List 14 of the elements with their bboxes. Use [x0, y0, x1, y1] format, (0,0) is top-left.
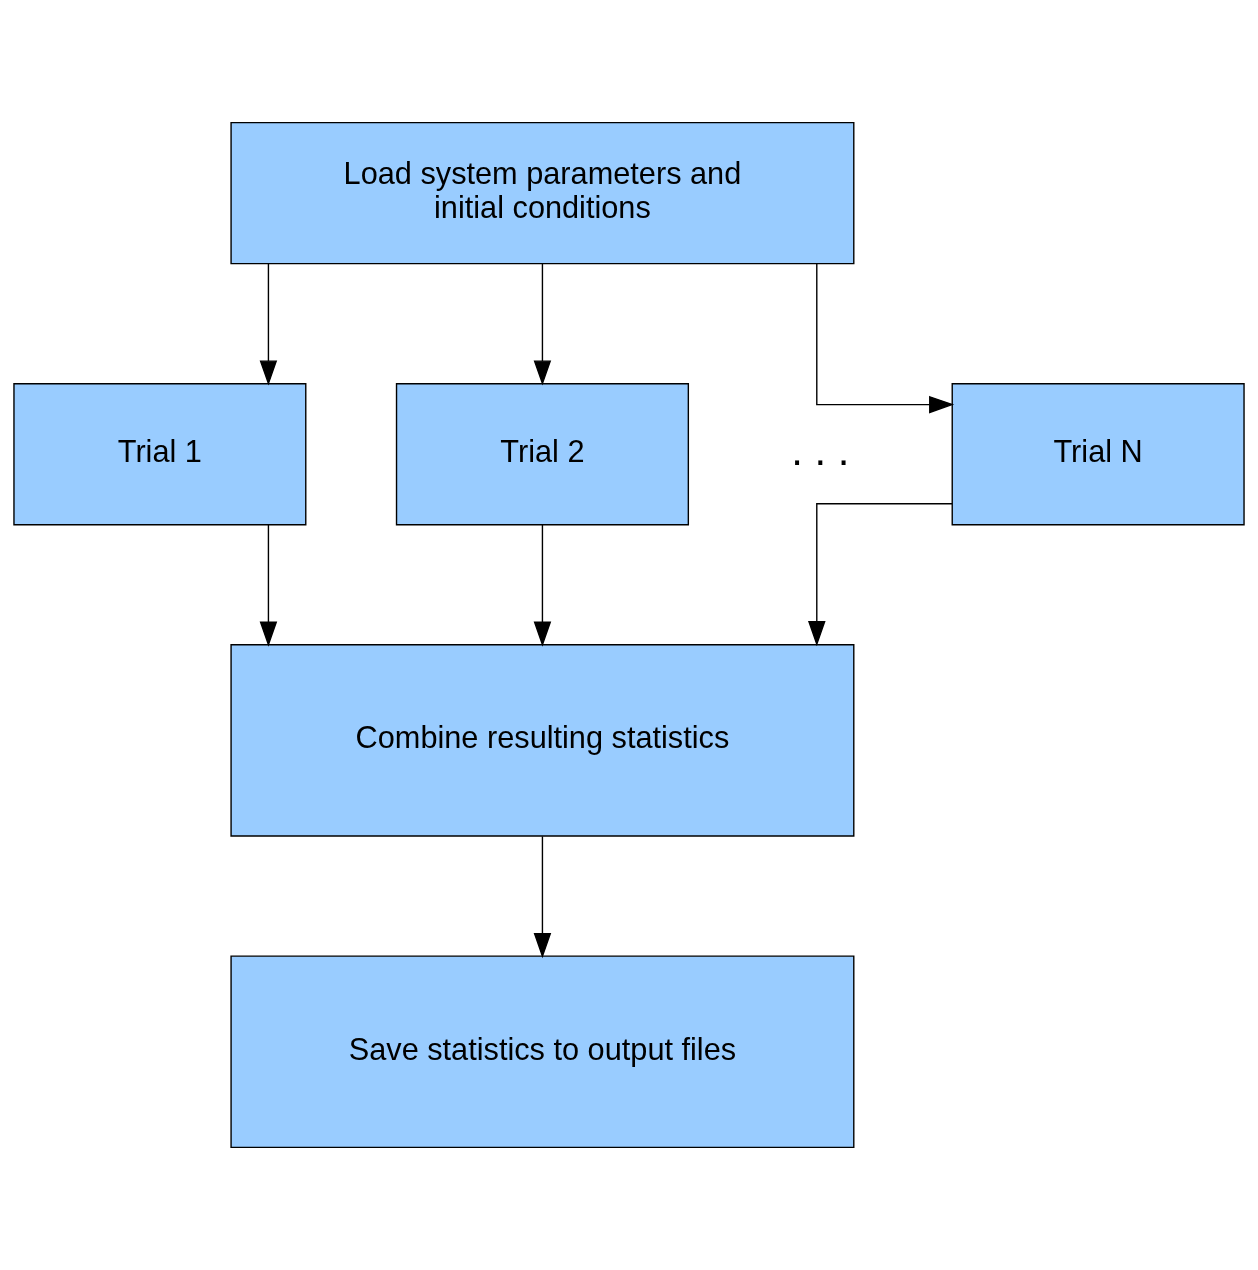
arrow [259, 263, 278, 386]
arrow [533, 263, 552, 386]
label: . . . [791, 426, 850, 474]
node-box: Save statistics to output files [230, 955, 855, 1149]
node-box: Trial N [951, 383, 1245, 526]
node-box: Load system parameters and initial conditions [230, 121, 855, 265]
arrow [533, 524, 552, 647]
arrow [808, 503, 953, 647]
arrow [533, 835, 552, 959]
node-box: Trial 1 [13, 383, 307, 526]
node-box: Combine resulting statistics [230, 644, 855, 837]
arrow [259, 524, 278, 647]
node-box: Trial 2 [395, 383, 690, 526]
arrow [816, 263, 955, 414]
